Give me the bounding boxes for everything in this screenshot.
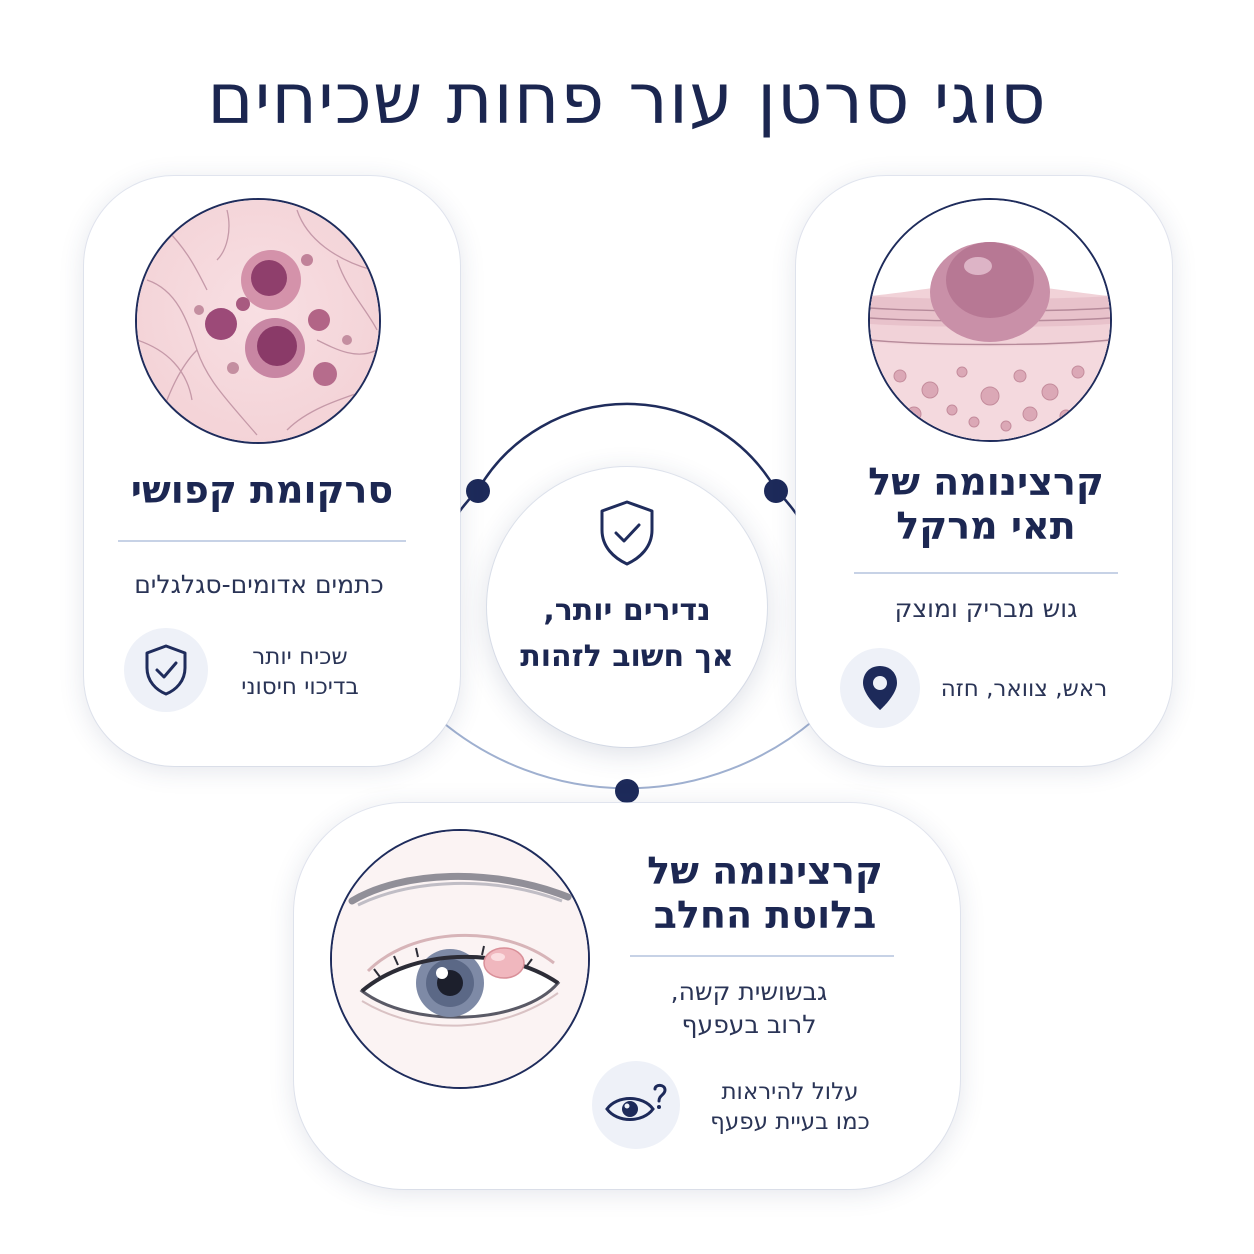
merkel-divider [854, 572, 1118, 574]
connector-dot-right [764, 479, 788, 503]
sebaceous-icon-bubble [592, 1061, 680, 1149]
sebaceous-title-line2: בלוטת החלב [653, 893, 877, 937]
location-pin-icon [863, 666, 897, 710]
merkel-note: ראש, צוואר, חזה [940, 676, 1108, 702]
sebaceous-note: עלול להיראות כמו בעיית עפעף [690, 1077, 890, 1137]
merkel-title: קרצינומה של תאי מרקל [816, 460, 1156, 548]
eyelid-illustration [330, 829, 590, 1089]
sebaceous-divider [630, 955, 894, 957]
center-text-line1: נדירים יותר, [543, 593, 711, 628]
merkel-title-line2: תאי מרקל [896, 504, 1076, 548]
sebaceous-note-line2: כמו בעיית עפעף [710, 1109, 870, 1135]
center-text-line2: אך חשוב לזהות [520, 639, 734, 674]
kaposi-icon-bubble [124, 628, 208, 712]
connector-dot-left [466, 479, 490, 503]
kaposi-divider [118, 540, 406, 542]
shield-check-icon [145, 644, 187, 696]
card-merkel-cell-carcinoma: קרצינומה של תאי מרקל גוש מבריק ומוצק ראש… [796, 176, 1172, 766]
card-kaposi-sarcoma: סרקומת קפושי כתמים אדומים-סגלגלים שכיח י… [84, 176, 460, 766]
merkel-icon-bubble [840, 648, 920, 728]
kaposi-title: סרקומת קפושי [130, 468, 394, 512]
merkel-title-line1: קרצינומה של [868, 460, 1104, 504]
merkel-skin-illustration [868, 198, 1112, 442]
kaposi-note-line2: בדיכוי חיסוני [241, 674, 359, 700]
kaposi-description: כתמים אדומים-סגלגלים [134, 570, 384, 599]
sebaceous-description: גבשושית קשה, לרוב בעפעף [624, 975, 874, 1041]
center-text: נדירים יותר, אך חשוב לזהות [487, 588, 767, 680]
kaposi-note: שכיח יותר בדיכוי חיסוני [220, 642, 380, 702]
sebaceous-description-line1: גבשושית קשה, [670, 977, 828, 1006]
kaposi-skin-illustration [135, 198, 381, 444]
shield-check-icon [600, 500, 654, 566]
center-circle [487, 467, 767, 747]
kaposi-note-line1: שכיח יותר [252, 644, 348, 670]
sebaceous-note-line1: עלול להיראות [721, 1079, 859, 1105]
page-title: סוגי סרטן עור פחות שכיחים [207, 58, 1047, 140]
connector-dot-bottom [615, 779, 639, 803]
merkel-description: גוש מבריק ומוצק [894, 594, 1078, 623]
card-sebaceous-carcinoma: קרצינומה של בלוטת החלב גבשושית קשה, לרוב… [294, 803, 960, 1189]
sebaceous-description-line2: לרוב בעפעף [681, 1010, 817, 1039]
sebaceous-title: קרצינומה של בלוטת החלב [612, 849, 918, 937]
eye-question-icon [605, 1083, 667, 1121]
sebaceous-title-line1: קרצינומה של [647, 849, 883, 893]
